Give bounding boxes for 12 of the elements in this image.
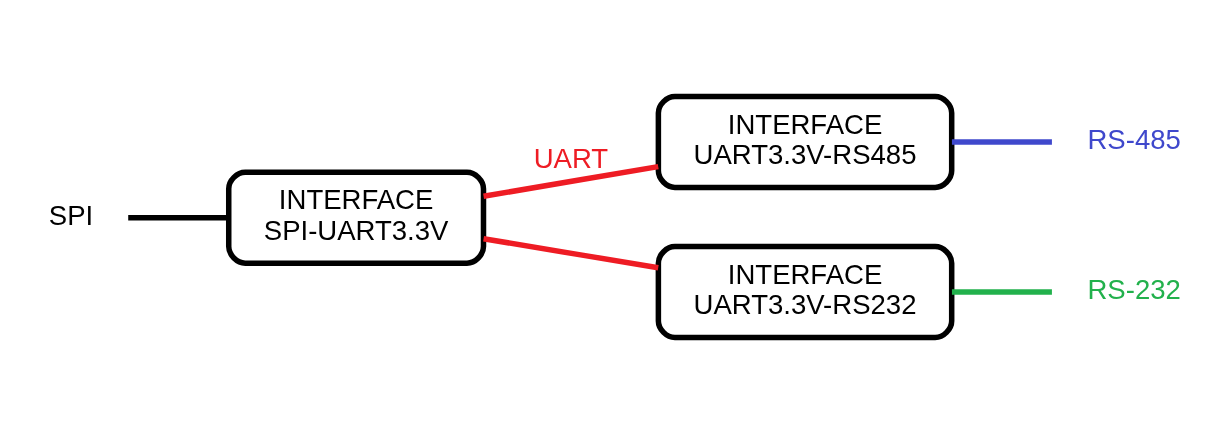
connector (483, 236, 659, 271)
connector (128, 214, 229, 221)
edge-label: UART (533, 143, 609, 175)
connector (951, 289, 1052, 295)
connector (483, 163, 659, 199)
node-box: INTERFACE UART3.3V-RS232 (655, 243, 955, 341)
node-text: SPI (48, 199, 94, 231)
node-box: INTERFACE UART3.3V-RS485 (655, 93, 955, 191)
node-box: INTERFACE SPI-UART3.3V (226, 169, 487, 266)
node-text: RS-232 (1087, 273, 1181, 305)
connector (951, 139, 1052, 145)
node-text: RS-485 (1087, 123, 1181, 155)
